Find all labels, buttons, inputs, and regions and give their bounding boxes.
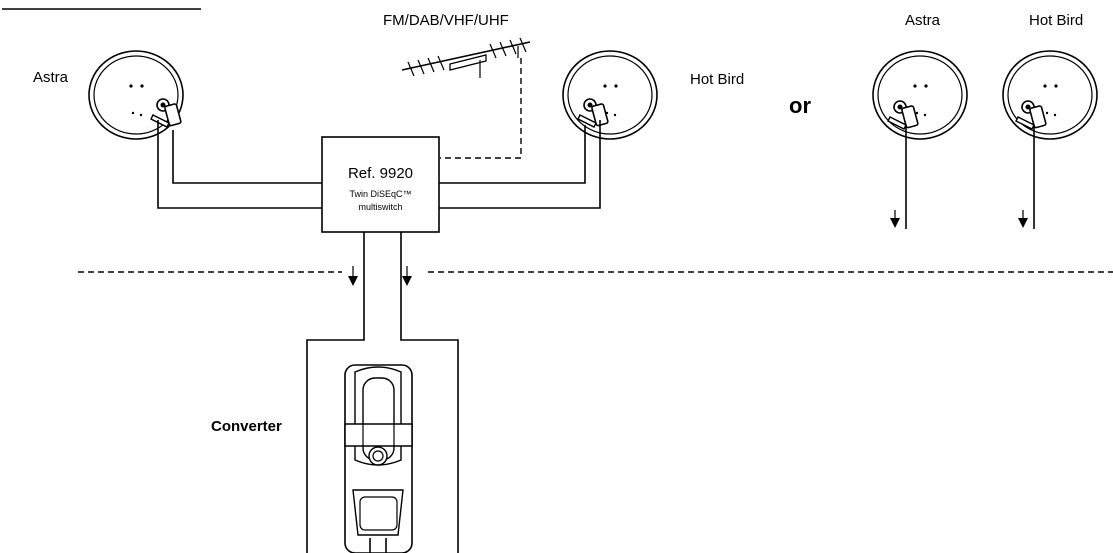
multiswitch-line2: multiswitch <box>358 202 402 212</box>
astra-dish-icon <box>88 50 184 140</box>
alt-hotbird-dish-icon <box>1002 50 1098 229</box>
astra-label: Astra <box>33 69 69 86</box>
converter-label: Converter <box>211 418 282 435</box>
terrestrial-antenna-icon <box>401 37 531 78</box>
or-label: or <box>789 93 811 118</box>
antenna-cable <box>440 58 522 159</box>
alt-hotbird-label: Hot Bird <box>1029 12 1083 29</box>
converter-icon <box>344 364 413 553</box>
hotbird-dish-icon <box>562 50 658 140</box>
multiswitch-ref: Ref. 9920 <box>348 165 413 182</box>
output-cables <box>306 232 459 553</box>
alt-astra-dish-icon <box>872 50 968 229</box>
antenna-label: FM/DAB/VHF/UHF <box>383 12 509 29</box>
hotbird-cables <box>439 120 601 209</box>
astra-cables <box>157 120 322 209</box>
alt-astra-label: Astra <box>905 12 941 29</box>
multiswitch-box <box>321 136 440 233</box>
multiswitch-line1: Twin DiSEqC™ <box>349 189 411 199</box>
hotbird-label: Hot Bird <box>690 71 744 88</box>
